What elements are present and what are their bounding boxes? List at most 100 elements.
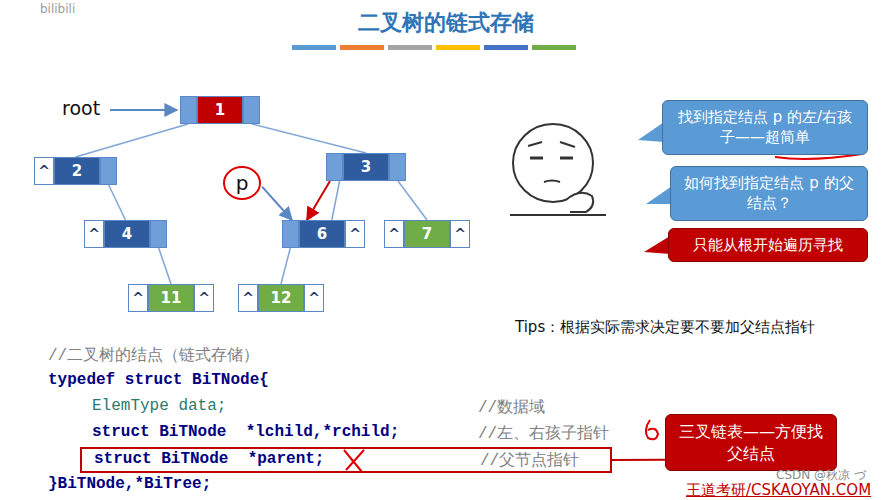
color-bar [436, 45, 480, 50]
watermark: 王道考研/CSKAOYAN.COM [686, 481, 871, 500]
pointer-cell: ^ [128, 284, 148, 312]
data-cell: 1 [197, 96, 243, 124]
pointer-cell: ^ [238, 284, 258, 312]
code-line: struct BiTNode *lchild,*rchild; [92, 423, 399, 441]
bubble-text: 只能从根开始遍历寻找 [679, 235, 857, 255]
connector [109, 185, 126, 220]
node-value: 4 [122, 225, 132, 243]
speech-bubble: 找到指定结点 p 的左/右孩子——超简单 [662, 100, 868, 155]
code-comment: //二叉树的结点（链式存储） [48, 345, 259, 366]
red-underline [775, 154, 862, 159]
face-eye [560, 157, 573, 160]
tip-note: Tips：根据实际需求决定要不要加父结点指针 [515, 318, 815, 337]
code-comment: //数据域 [478, 397, 545, 418]
node-value: 11 [161, 289, 182, 307]
null-pointer-mark: ^ [388, 226, 400, 242]
bubble-tail [638, 122, 664, 142]
node-value: 6 [317, 225, 327, 243]
node-value: 3 [361, 158, 371, 176]
connector [281, 248, 290, 284]
color-bar [388, 45, 432, 50]
bubble-tail [646, 186, 672, 204]
face-hand [566, 193, 593, 212]
tree-node-box: ^2 [34, 157, 117, 185]
code-line: ElemType data; [92, 397, 226, 415]
face-brow [560, 142, 575, 147]
pointer-label: root [62, 97, 100, 119]
color-bar [484, 45, 528, 50]
code-comment: //父节点指针 [480, 450, 579, 471]
data-cell: 11 [148, 284, 194, 312]
face-head [513, 124, 593, 202]
red-cross [344, 450, 364, 472]
tree-node-box: ^ 11 ^ [128, 284, 214, 312]
pointer-cell [243, 96, 260, 124]
pointer-cell: ^ [450, 220, 470, 248]
tree-node-box: ^7^ [384, 220, 470, 248]
null-pointer-mark: ^ [349, 226, 361, 242]
pointer-circle: p [222, 165, 262, 201]
tree-node-box: 6^ [282, 220, 365, 248]
connector [262, 187, 292, 220]
null-pointer-mark: ^ [88, 226, 100, 242]
tree-node-box: ^12^ [238, 284, 324, 312]
face-brow [528, 142, 542, 146]
null-pointer-mark: ^ [242, 290, 254, 306]
tree-node-box: 1 [180, 96, 260, 124]
code-line: }BiTNode,*BiTree; [48, 475, 211, 493]
null-pointer-mark: ^ [198, 290, 210, 306]
data-cell: 4 [104, 220, 150, 248]
connector [398, 181, 427, 220]
bubble-text: 如何找到指定结点 p 的父结点？ [681, 173, 857, 214]
data-cell: 12 [258, 284, 304, 312]
pointer-cell [180, 96, 197, 124]
highlight-code-box: struct BiTNode *parent; //父节点指针 [80, 447, 612, 473]
null-pointer-mark: ^ [454, 226, 466, 242]
connector [159, 248, 171, 284]
connector [307, 181, 330, 220]
code-line: typedef struct BiTNode{ [48, 371, 269, 389]
data-cell: 7 [404, 220, 450, 248]
tree-node-box: 3 [326, 153, 406, 181]
connector [76, 124, 189, 157]
data-cell: 2 [54, 157, 100, 185]
face-eye [530, 157, 543, 160]
color-bar [292, 45, 336, 50]
bubble-text: 三叉链表——方便找父结点 [676, 421, 826, 464]
color-bar [532, 45, 576, 50]
null-pointer-mark: ^ [132, 290, 144, 306]
pointer-cell: ^ [345, 220, 365, 248]
pointer-cell [150, 220, 167, 248]
tree-node-box: ^4 [84, 220, 167, 248]
bubble-tail [644, 236, 670, 254]
data-cell: 6 [299, 220, 345, 248]
code-comment: //左、右孩子指针 [478, 423, 609, 444]
desk-line [510, 214, 606, 216]
connector [612, 459, 665, 461]
pointer-cell: ^ [384, 220, 404, 248]
speech-bubble: 三叉链表——方便找父结点 [665, 414, 837, 471]
pointer-cell: ^ [84, 220, 104, 248]
pointer-cell: ^ [34, 157, 54, 185]
speech-bubble: 只能从根开始遍历寻找 [668, 228, 868, 262]
pointer-cell [282, 220, 299, 248]
node-value: 12 [271, 289, 292, 307]
pointer-cell: ^ [194, 284, 214, 312]
node-value: 2 [72, 162, 82, 180]
slide-title: 二叉树的链式存储 [0, 8, 892, 38]
pointer-cell [100, 157, 117, 185]
node-value: 1 [215, 101, 225, 119]
code-line: struct BiTNode *parent; [94, 450, 324, 468]
pointer-name: p [222, 165, 262, 201]
data-cell: 3 [343, 153, 389, 181]
red-mark [646, 420, 658, 439]
pointer-cell [389, 153, 406, 181]
face-mouth [544, 181, 560, 183]
connector [252, 124, 366, 153]
bubble-text: 找到指定结点 p 的左/右孩子——超简单 [673, 107, 857, 148]
connector [332, 181, 340, 220]
color-bar [340, 45, 384, 50]
speech-bubble: 如何找到指定结点 p 的父结点？ [670, 166, 868, 221]
watermark: bilibili [40, 2, 75, 16]
